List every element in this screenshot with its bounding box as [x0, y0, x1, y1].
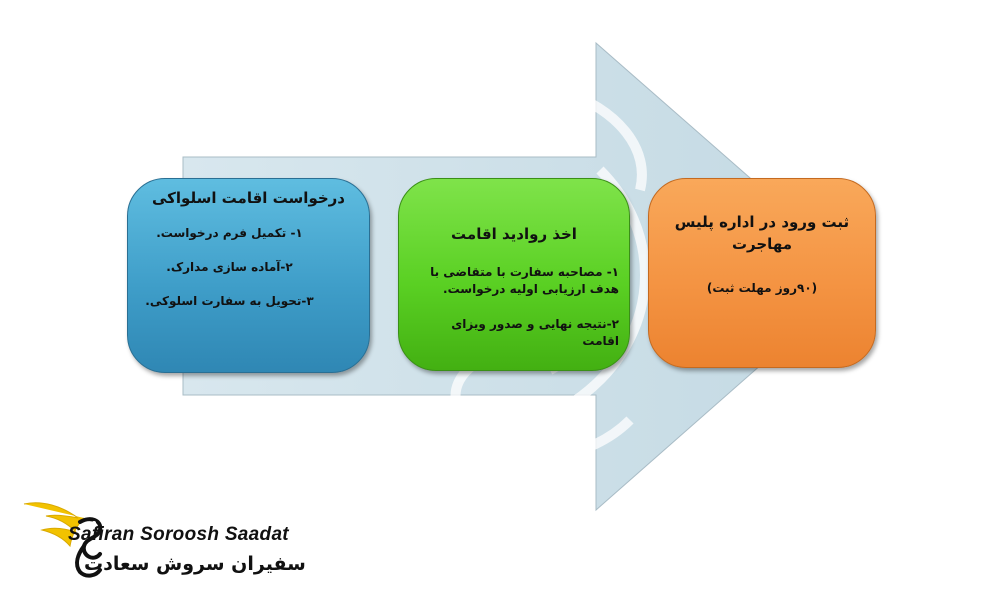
step-1-box: درخواست اقامت اسلواکی ۱- تکمیل فرم درخوا…	[127, 178, 370, 373]
step-3-box: ثبت ورود در اداره پلیس مهاجرت (۹۰روز مهل…	[648, 178, 876, 368]
winged-bird-logo-icon	[23, 502, 103, 578]
step-3-note: (۹۰روز مهلت ثبت)	[706, 281, 818, 295]
step-1-item-2: ۲-آماده سازی مدارک.	[166, 260, 293, 274]
step-1-item-1: ۱- تکمیل فرم درخواست.	[156, 226, 303, 240]
step-2-item-1: ۱- مصاحبه سفارت با متقاضی با هدف ارزیابی…	[430, 265, 619, 296]
step-1-title: درخواست اقامت اسلواکی	[152, 189, 345, 207]
step-1-item-3: ۳-تحویل به سفارت اسلوکی.	[145, 294, 314, 308]
step-3-title: ثبت ورود در اداره پلیس مهاجرت	[674, 213, 850, 253]
step-2-box: اخذ روادید اقامت ۱- مصاحبه سفارت با متقا…	[398, 178, 630, 371]
logo-persian-text: سفیران سروش سعادت	[84, 553, 306, 575]
step-2-title: اخذ روادید اقامت	[451, 225, 577, 243]
brand-logo	[23, 502, 103, 578]
step-2-item-2: ۲-نتیجه نهایی و صدور ویزای اقامت	[451, 317, 619, 348]
logo-english-text: Safiran Soroosh Saadat	[68, 524, 289, 545]
